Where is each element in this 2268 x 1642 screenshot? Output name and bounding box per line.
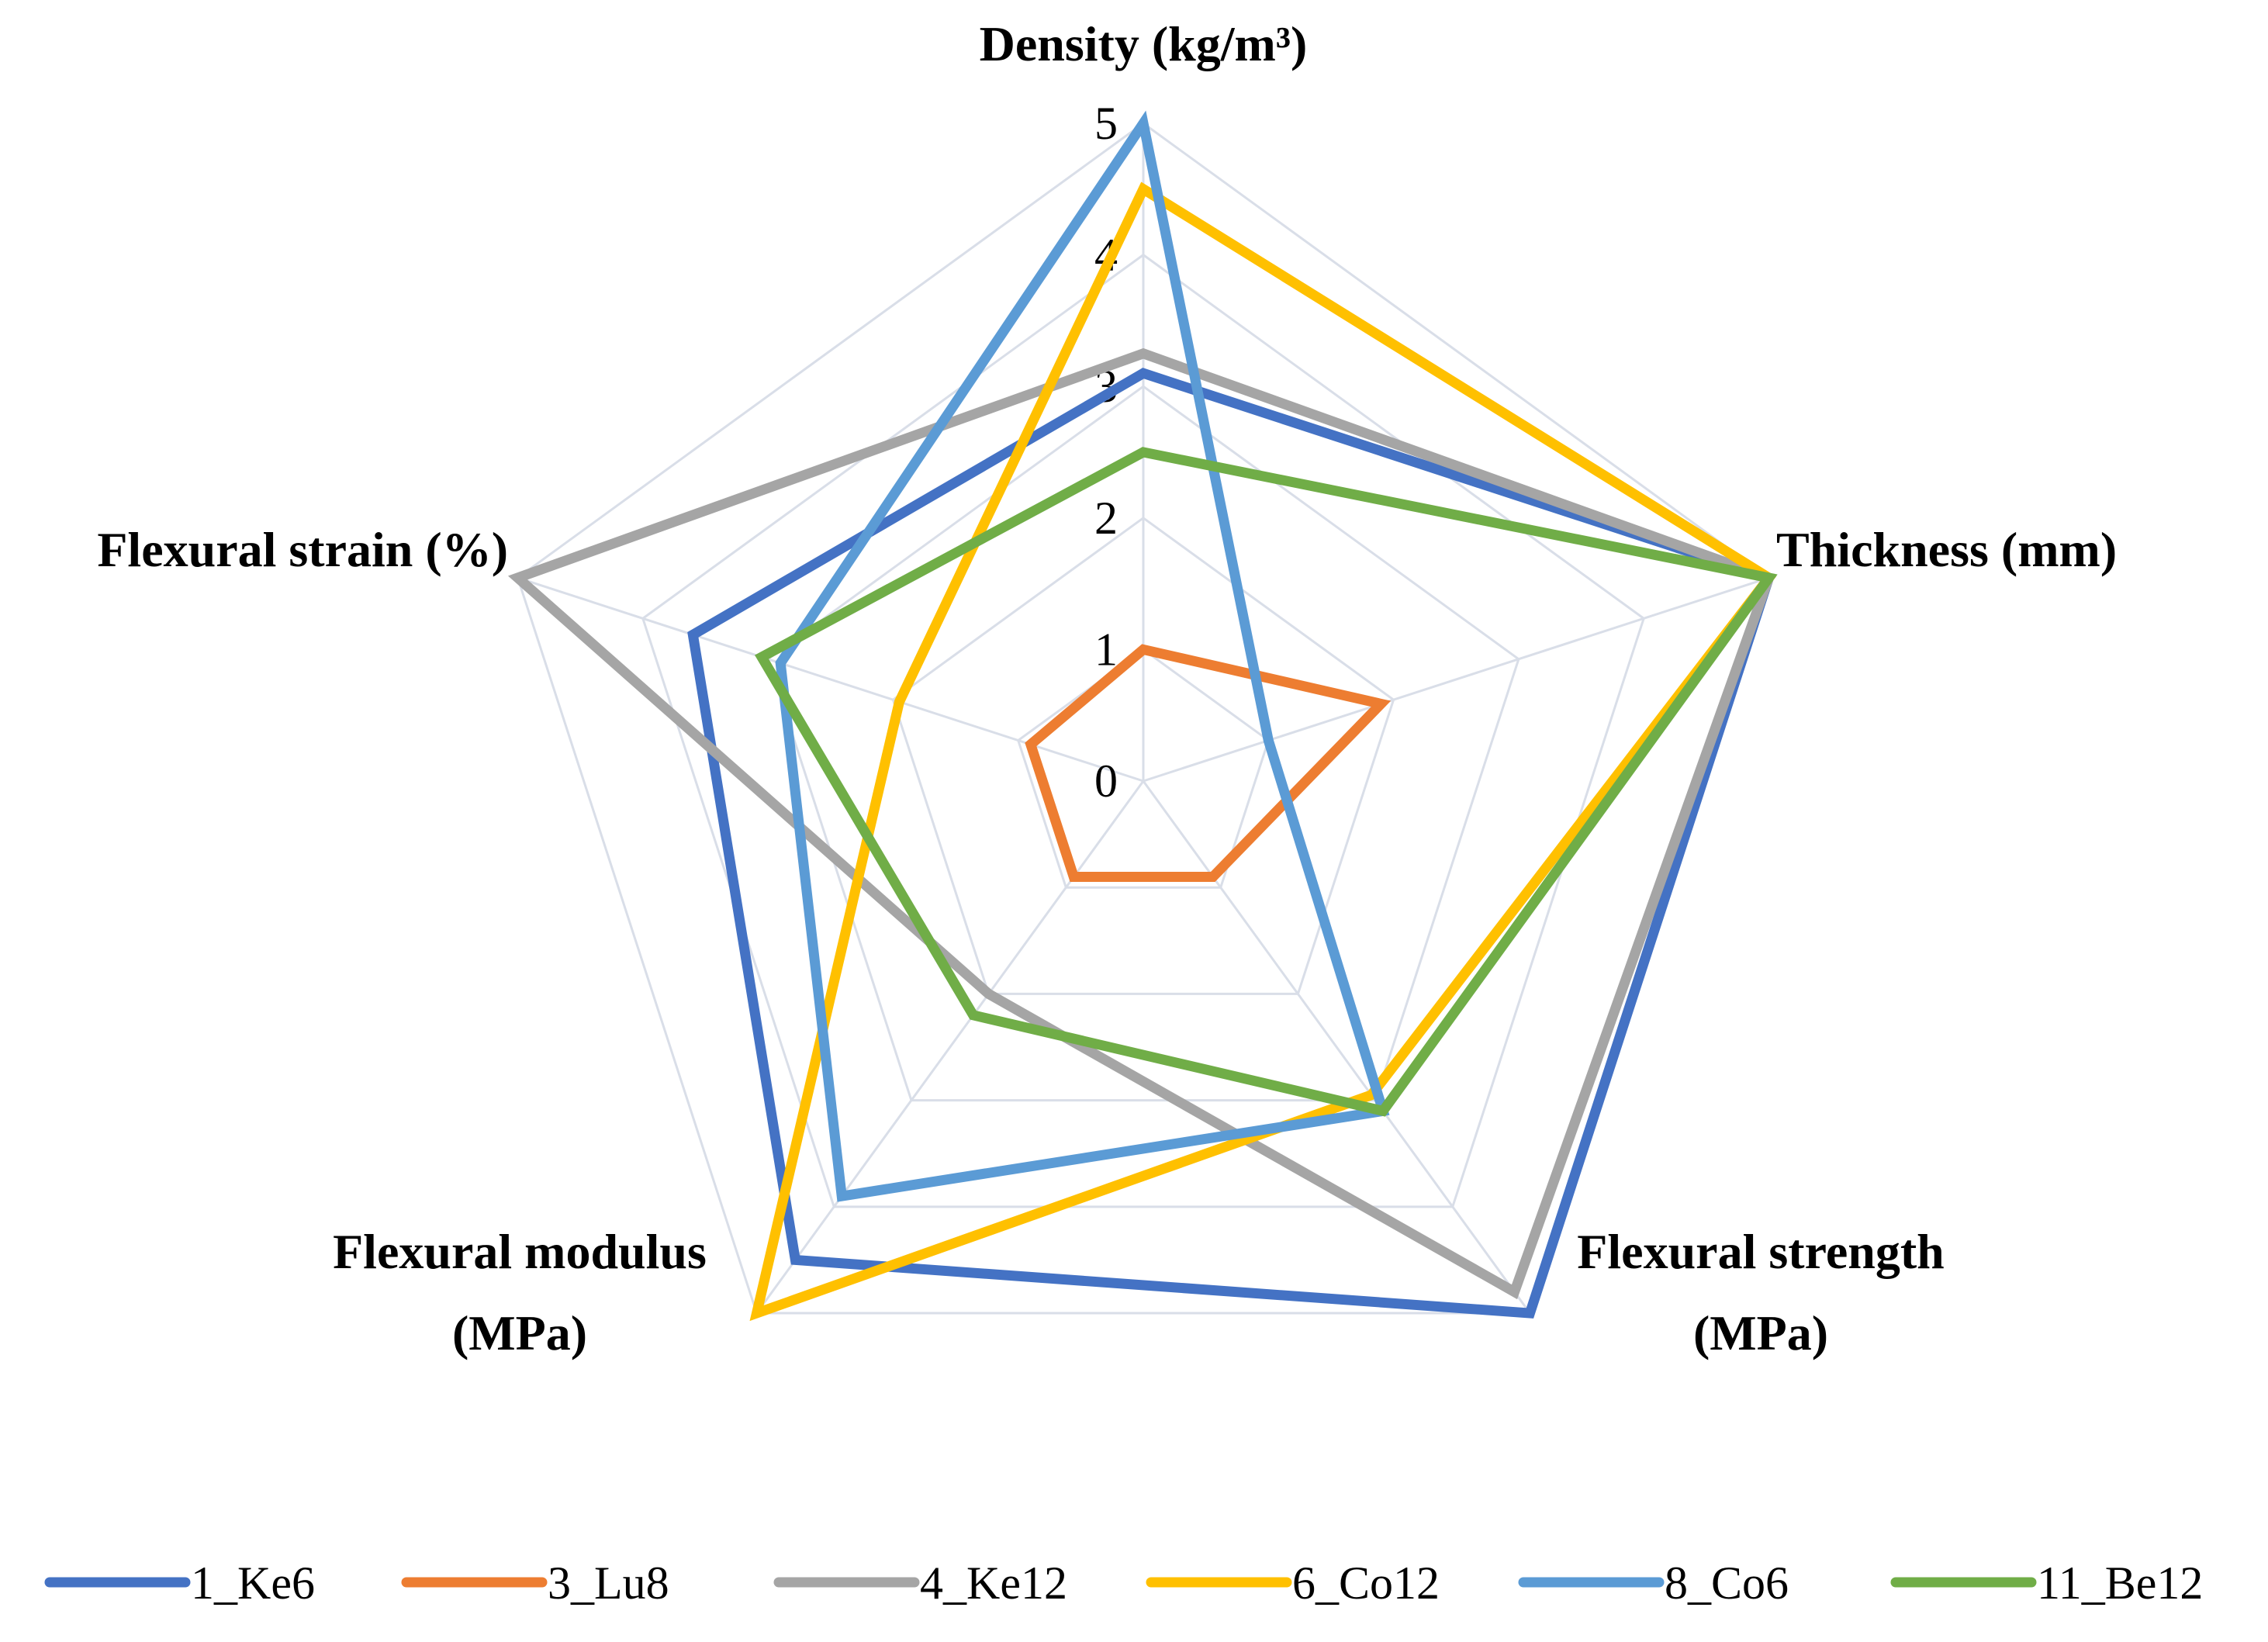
- series-line-1_Ke6: [687, 368, 1775, 1319]
- legend-label-11_Be12: 11_Be12: [2037, 1557, 2203, 1609]
- grid-ring-3: [766, 385, 1520, 1102]
- grid-ring-4: [641, 253, 1645, 1208]
- axis-label-thickness: Thickness (mm): [1776, 522, 2117, 577]
- series-line-11_Be12: [754, 447, 1778, 1117]
- grid-spoke-4: [517, 576, 1144, 783]
- grid-ring-2: [891, 516, 1395, 995]
- grid-spoke-2: [1142, 780, 1531, 1314]
- legend-label-4_Ke12: 4_Ke12: [920, 1557, 1067, 1609]
- tick-label-5: 5: [1094, 98, 1118, 149]
- grid-spoke-1: [1143, 576, 1769, 783]
- tick-label-0: 0: [1094, 755, 1118, 807]
- axis-label-flexural-strength: Flexural strength: [1577, 1224, 1944, 1279]
- series-line-6_Co12: [749, 181, 1777, 1322]
- axis-label-flexural-modulus: Flexural modulus: [333, 1224, 707, 1279]
- series-line-3_Lu8: [1025, 644, 1392, 882]
- legend-label-3_Lu8: 3_Lu8: [548, 1557, 669, 1609]
- axis-label-flexural-modulus-unit: (MPa): [452, 1305, 587, 1360]
- grid-spoke-3: [755, 780, 1145, 1314]
- axis-label-flexural-strain: Flexural strain (%): [97, 522, 508, 577]
- series-line-8_Co6: [775, 110, 1390, 1202]
- series-line-4_Ke12: [507, 347, 1775, 1300]
- axis-label-density: Density (kg/m³): [980, 16, 1308, 71]
- legend-label-6_Co12: 6_Co12: [1292, 1557, 1440, 1609]
- grid-ring-5: [516, 122, 1771, 1315]
- legend: 1_Ke6 3_Lu8 4_Ke12 6_Co12 8_Co6 11_Be12: [44, 1557, 2203, 1609]
- radar-axis-labels: Density (kg/m³) Thickness (mm) Flexural …: [97, 16, 2117, 1360]
- grid-ring-1: [1016, 648, 1271, 889]
- legend-label-1_Ke6: 1_Ke6: [191, 1557, 315, 1609]
- tick-label-2: 2: [1094, 493, 1118, 544]
- legend-label-8_Co6: 8_Co6: [1665, 1557, 1789, 1609]
- radar-series: [507, 110, 1778, 1322]
- axis-label-flexural-strength-unit: (MPa): [1693, 1305, 1828, 1360]
- tick-label-1: 1: [1094, 624, 1118, 675]
